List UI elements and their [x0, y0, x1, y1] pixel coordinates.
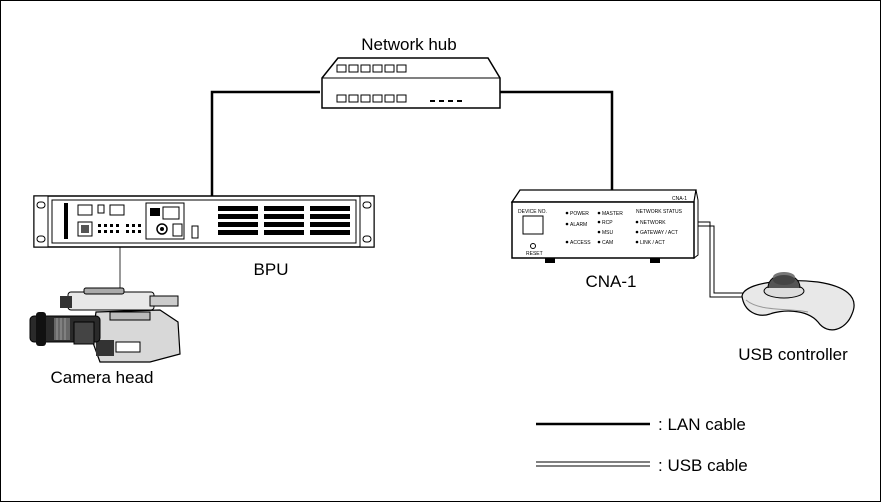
- cna-led-rcp: RCP: [602, 220, 613, 226]
- network-hub-device: [321, 57, 501, 109]
- cna-label: CNA-1: [585, 272, 636, 291]
- legend-usb-swatch: [536, 461, 650, 467]
- lan-cable-hub-bpu: [210, 90, 320, 197]
- cna-device-no-label: DEVICE NO.: [518, 209, 547, 215]
- cna-led-gateway: GATEWAY / ACT: [640, 230, 678, 236]
- bpu-label: BPU: [254, 260, 289, 279]
- usb-controller-device: [741, 272, 855, 331]
- camera-label: Camera head: [50, 368, 153, 387]
- cna1-device: [510, 189, 699, 263]
- usb-cable: [694, 221, 748, 298]
- hub-label: Network hub: [361, 35, 456, 54]
- legend: : LAN cable : USB cable: [536, 415, 748, 475]
- camera-head-device: [29, 287, 181, 363]
- bpu-device: [33, 195, 375, 248]
- cna-network-status-header: NETWORK STATUS: [636, 209, 683, 215]
- usb-controller-label: USB controller: [738, 345, 848, 364]
- cna-led-msu: MSU: [602, 230, 614, 236]
- cna-led-master: MASTER: [602, 211, 623, 217]
- cna-reset-label: RESET: [526, 251, 543, 257]
- cna-led-alarm: ALARM: [570, 222, 587, 228]
- legend-lan-label: : LAN cable: [658, 415, 746, 434]
- cna-led-power: POWER: [570, 211, 589, 217]
- cna-led-network: NETWORK: [640, 220, 666, 226]
- cna-led-cam: CAM: [602, 240, 613, 246]
- lan-cable-hub-cna: [500, 90, 614, 190]
- cna-led-access: ACCESS: [570, 240, 591, 246]
- cna-model-badge: CNA-1: [672, 196, 687, 202]
- cna-led-link: LINK / ACT: [640, 240, 665, 246]
- legend-usb-label: : USB cable: [658, 456, 748, 475]
